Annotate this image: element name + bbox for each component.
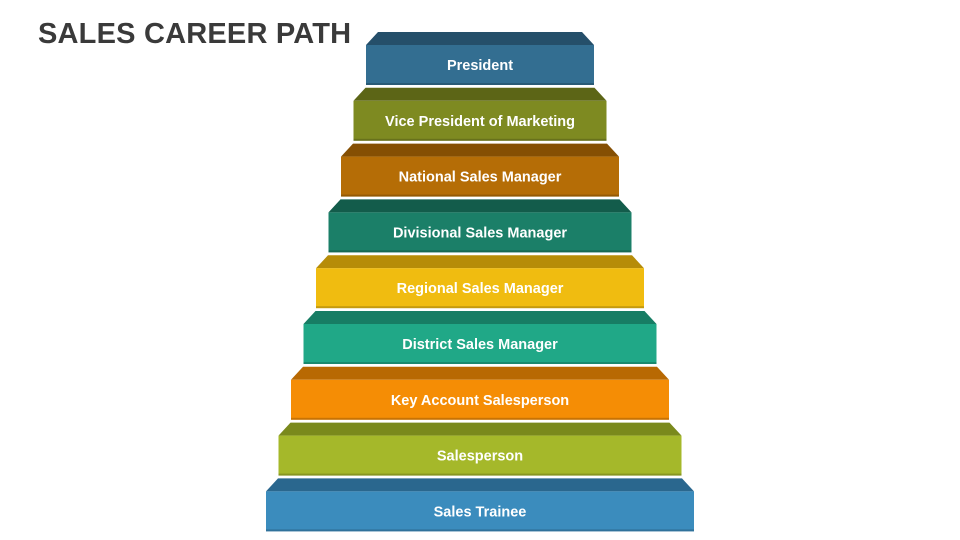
step-label: District Sales Manager	[402, 337, 558, 353]
step-label: National Sales Manager	[399, 170, 562, 186]
career-step: National Sales Manager	[341, 143, 619, 197]
step-front-face	[316, 268, 644, 309]
step-front-face	[366, 45, 594, 85]
step-shadow	[316, 306, 644, 309]
career-step: Sales Trainee	[266, 478, 694, 532]
step-front-face	[328, 212, 632, 253]
step-shadow	[303, 362, 657, 364]
career-step: Vice President of Marketing	[353, 87, 607, 141]
step-label: President	[447, 58, 513, 74]
step-label: Regional Sales Manager	[397, 281, 564, 297]
career-step: Key Account Salesperson	[291, 366, 669, 420]
career-step: Salesperson	[278, 422, 682, 476]
step-front-face	[291, 379, 669, 420]
step-label: Divisional Sales Manager	[393, 225, 567, 241]
step-label: Vice President of Marketing	[385, 114, 575, 130]
step-shadow	[266, 529, 694, 532]
step-top-face	[316, 255, 644, 269]
step-label: Sales Trainee	[434, 504, 527, 520]
career-step: Divisional Sales Manager	[328, 199, 632, 253]
step-top-face	[328, 199, 632, 213]
step-shadow	[278, 473, 682, 476]
step-shadow	[353, 138, 607, 141]
step-top-face	[366, 32, 594, 45]
step-top-face	[266, 478, 694, 492]
career-step: District Sales Manager	[303, 311, 657, 364]
step-shadow	[341, 194, 619, 197]
step-shadow	[366, 83, 594, 85]
step-top-face	[353, 87, 607, 101]
step-label: Salesperson	[437, 449, 523, 465]
step-top-face	[291, 366, 669, 380]
step-front-face	[341, 156, 619, 197]
step-top-face	[278, 422, 682, 436]
step-front-face	[303, 324, 657, 364]
step-top-face	[341, 143, 619, 157]
step-front-face	[278, 435, 682, 476]
slide-title: SALES CAREER PATH	[38, 18, 352, 50]
step-shadow	[328, 250, 632, 253]
step-label: Key Account Salesperson	[391, 393, 569, 409]
step-shadow	[291, 417, 669, 420]
step-front-face	[353, 100, 607, 141]
step-front-face	[266, 491, 694, 532]
career-step: President	[366, 32, 594, 85]
step-top-face	[303, 311, 657, 324]
career-step: Regional Sales Manager	[316, 255, 644, 309]
